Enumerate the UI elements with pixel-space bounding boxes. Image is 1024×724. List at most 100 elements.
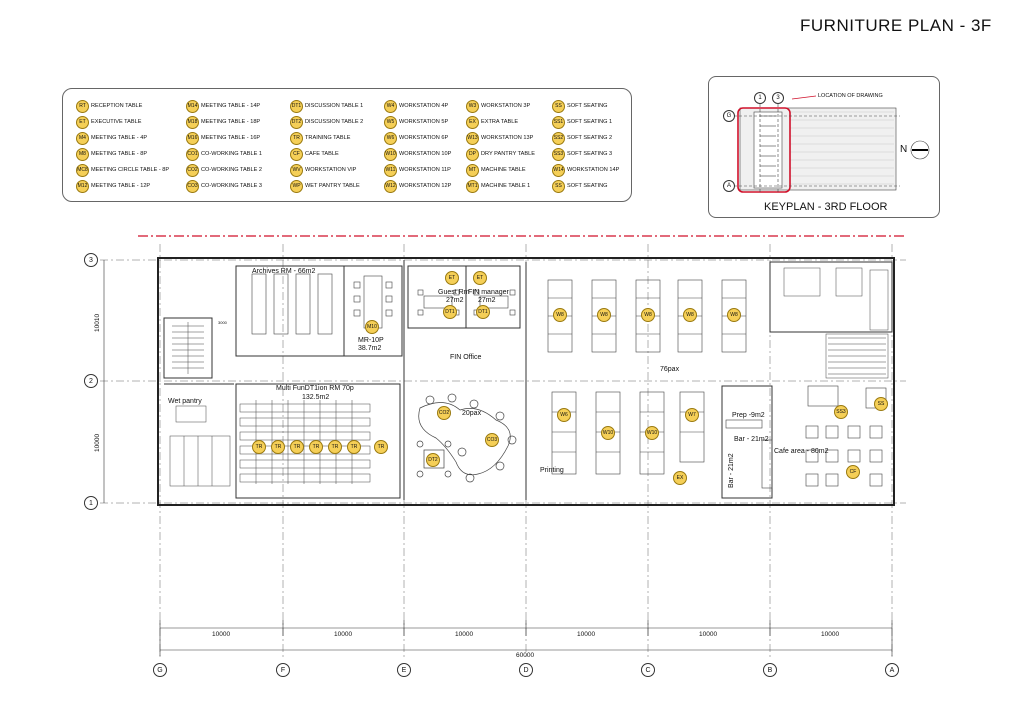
legend-label: MEETING TABLE - 12P bbox=[91, 183, 151, 189]
tag-ss: SS bbox=[874, 397, 888, 411]
legend-code-badge: M12 bbox=[76, 179, 89, 193]
room-fin-office: FIN Office bbox=[450, 354, 482, 361]
legend-code-badge: CO1 bbox=[186, 147, 199, 161]
tag-dt1-guest: DT1 bbox=[443, 305, 457, 319]
grid-col-a: A bbox=[885, 663, 899, 677]
legend-code-badge: W3 bbox=[466, 99, 479, 113]
dim-row-2-1: 10000 bbox=[94, 433, 101, 452]
legend-code-badge: DT2 bbox=[290, 115, 303, 129]
tag-w10-2: W10 bbox=[645, 426, 659, 440]
tag-w7: W7 bbox=[685, 408, 699, 422]
legend-code-badge: MC8 bbox=[76, 163, 89, 177]
keyplan-drawing bbox=[734, 95, 930, 194]
legend-label: SOFT SEATING bbox=[567, 183, 608, 189]
legend-label: CO-WORKING TABLE 1 bbox=[201, 151, 263, 157]
legend-code-badge: M4 bbox=[76, 131, 89, 145]
interior-walls bbox=[163, 260, 893, 500]
legend-label: WORKSTATION 3P bbox=[481, 103, 531, 109]
dim-b-a: 10000 bbox=[821, 631, 840, 638]
dim-d-c: 10000 bbox=[577, 631, 596, 638]
legend-code-badge: W13 bbox=[466, 131, 479, 145]
legend-label: MEETING TABLE - 14P bbox=[201, 103, 261, 109]
toilet-block-left bbox=[169, 405, 231, 487]
keyplan-axis-3: 3 bbox=[772, 92, 784, 104]
tag-cf: CF bbox=[846, 465, 860, 479]
tag-w8-3: W8 bbox=[641, 308, 655, 322]
keyplan-axis-a: A bbox=[723, 180, 735, 192]
legend-label: SOFT SEATING 3 bbox=[567, 151, 613, 157]
tag-tr-3: TR bbox=[290, 440, 304, 454]
dim-small: 3000 bbox=[218, 320, 227, 325]
guest-fin-furniture bbox=[417, 289, 516, 316]
grid-row-2: 2 bbox=[84, 374, 98, 388]
tag-co2: CO2 bbox=[437, 406, 451, 420]
legend-label: DISCUSSION TABLE 2 bbox=[305, 119, 364, 125]
room-fin-manager-area: 27m2 bbox=[478, 297, 496, 304]
tag-w6: W6 bbox=[557, 408, 571, 422]
legend-label: MACHINE TABLE 1 bbox=[481, 183, 531, 189]
legend-code-badge: EX bbox=[466, 115, 479, 129]
room-fin-manager: FIN manager bbox=[468, 289, 509, 296]
tag-dt2: DT2 bbox=[426, 453, 440, 467]
room-multi-function: Multi FunDT1ion RM 70p bbox=[276, 385, 354, 392]
legend-label: MEETING TABLE - 4P bbox=[91, 135, 148, 141]
room-guest: Guest Rm bbox=[438, 289, 470, 296]
legend-label: MACHINE TABLE bbox=[481, 167, 526, 173]
legend-label: WORKSTATION 10P bbox=[399, 151, 452, 157]
tag-m10: M10 bbox=[365, 320, 379, 334]
legend-label: RECEPTION TABLE bbox=[91, 103, 143, 109]
legend-code-badge: CO3 bbox=[186, 179, 199, 193]
dimension-lines bbox=[103, 260, 893, 656]
keyplan-axis-g: G bbox=[723, 110, 735, 122]
tag-co3: CO3 bbox=[485, 433, 499, 447]
tag-w8-2: W8 bbox=[597, 308, 611, 322]
legend-code-badge: TR bbox=[290, 131, 303, 145]
north-arrow-label: N bbox=[900, 144, 908, 155]
dim-c-b: 10000 bbox=[699, 631, 718, 638]
grid-col-c: C bbox=[641, 663, 655, 677]
legend-label: CO-WORKING TABLE 2 bbox=[201, 167, 263, 173]
workstations-lower bbox=[551, 391, 705, 475]
legend-code-badge: W6 bbox=[384, 131, 397, 145]
grid-col-b: B bbox=[763, 663, 777, 677]
tag-et-fin: ET bbox=[473, 271, 487, 285]
tag-tr-2: TR bbox=[271, 440, 285, 454]
legend-label: DISCUSSION TABLE 1 bbox=[305, 103, 364, 109]
tag-ex: EX bbox=[673, 471, 687, 485]
dim-total: 60000 bbox=[516, 652, 535, 659]
grid-row-3: 3 bbox=[84, 253, 98, 267]
grid-col-f: F bbox=[276, 663, 290, 677]
legend-label: SOFT SEATING bbox=[567, 103, 608, 109]
tag-w8-1: W8 bbox=[553, 308, 567, 322]
legend-code-badge: M8 bbox=[76, 147, 89, 161]
legend-code-badge: W12 bbox=[384, 179, 397, 193]
legend-code-badge: WP bbox=[290, 179, 303, 193]
tag-w8-5: W8 bbox=[727, 308, 741, 322]
legend-code-badge: M16 bbox=[186, 131, 199, 145]
legend-label: CAFE TABLE bbox=[305, 151, 339, 157]
drawing-title: FURNITURE PLAN - 3F bbox=[800, 16, 992, 35]
dim-row-3-2: 10010 bbox=[94, 313, 101, 332]
grid-col-e: E bbox=[397, 663, 411, 677]
legend-code-badge: ET bbox=[76, 115, 89, 129]
building-walls bbox=[157, 257, 895, 506]
legend-label: SOFT SEATING 1 bbox=[567, 119, 613, 125]
keyplan-title: KEYPLAN - 3RD FLOOR bbox=[764, 201, 888, 213]
legend-label: CO-WORKING TABLE 3 bbox=[201, 183, 263, 189]
dim-f-e: 10000 bbox=[334, 631, 353, 638]
